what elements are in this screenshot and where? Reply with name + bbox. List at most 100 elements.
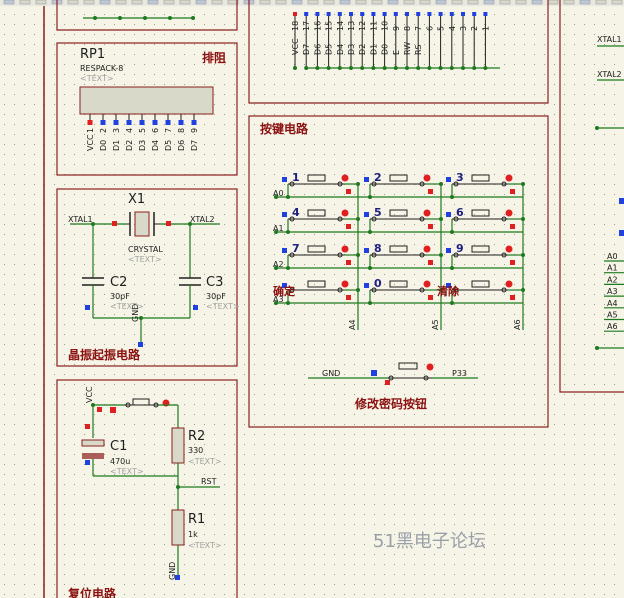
xtal2-net-label: XTAL2 [190,215,215,224]
lcd-pin-marker [326,12,331,16]
key-actuator [471,209,490,217]
toolbar-icon [19,0,31,5]
lcd-pin-marker [315,12,320,16]
key-red-dot [341,209,349,217]
rp1-pin-marker [126,120,132,125]
rp1-pin-label: D1 [112,140,121,151]
toolbar-icon [35,0,47,5]
lcd-pin-number: 17 [302,21,311,31]
toolbar-icon [307,0,319,5]
lcd-pin-label: D6 [313,44,322,55]
key-contact-right [419,252,425,258]
lcd-header-section: 18VCC17D716D615D514D413D312D211D110D09E8… [248,0,549,104]
c1-value: 470u [110,457,130,466]
rp1-pin-marker [113,120,119,125]
mcu-port-label: A1 [607,264,618,273]
mcu-xtal1-label: XTAL1 [597,35,622,44]
lcd-pin-junction [472,66,477,70]
lcd-pin-junction [416,66,421,70]
x1-text: <TEXT> [128,255,162,264]
key-contact-left [289,181,295,187]
lcd-pin-junction [461,66,465,70]
toolbar-icon [403,0,415,5]
toolbar-icon [211,0,223,5]
key-actuator [389,245,408,253]
rp1-pin-number: 5 [138,128,147,133]
key-red-pin [346,295,351,300]
key-contact-right [337,181,343,187]
key-label: 0 [374,277,382,290]
key-row-junction [286,195,290,199]
key-contact-left [289,287,295,293]
lcd-pin-label: D1 [369,44,378,55]
lcd-pin-number: 18 [291,21,300,31]
key-col-junction [439,288,443,292]
key-contact-right [419,287,425,293]
r1-value: 1k [188,530,198,539]
lcd-pin-number: 7 [414,26,423,31]
modify-button-title: 修改密码按钮 [354,396,427,411]
toolbar-icon [355,0,367,5]
key-row-junction [286,230,290,234]
reset-title: 复位电路 [67,586,117,598]
reset-gnd-label: GND [168,562,177,580]
top-left-partial-box [56,0,238,31]
c2-text: <TEXT> [110,302,144,311]
key-contact-right [337,287,343,293]
lcd-pin-marker [360,12,365,16]
lcd-pin-marker [483,12,488,16]
lcd-pin-marker [427,12,432,16]
key-actuator [471,174,490,182]
lcd-pin-number: 1 [481,26,490,31]
lcd-pin-number: 14 [336,21,345,31]
key-pin-marker [282,177,287,182]
lcd-pin-marker [304,12,309,16]
key-red-pin [510,224,515,229]
rp1-pin-number: 9 [190,128,199,133]
resistor-pack-section: RP1 RESPACK-8 <TEXT> 排阻 VCC1D02D13D24D35… [56,42,238,176]
c3-value: 30pF [206,292,226,301]
lcd-pin-label: RS [414,44,423,55]
rp1-pin-number: 4 [125,128,134,133]
rp1-pin-label: D2 [125,140,134,151]
lcd-pin-junction [304,66,309,70]
lcd-pin-label: D2 [358,44,367,55]
key-label: 4 [292,206,300,219]
key-contact-left [289,252,295,258]
key-contact-left [453,287,459,293]
r2-ref: R2 [188,429,205,444]
rp1-pin-marker [139,120,145,125]
lcd-pin-label: D5 [325,44,334,55]
key-contact-left [453,181,459,187]
rp1-pin-label: D3 [138,140,147,151]
key-pin-marker [364,248,369,253]
lcd-pin-junction [393,66,398,70]
key-contact-right [501,252,507,258]
key-col-junction [521,253,525,257]
keypad-row-net-label: A1 [273,224,284,233]
lcd-pin-junction [405,66,409,70]
reset-section: VCC C1 470u <TEXT> R2 330 <TEXT> RST [56,379,238,598]
key-actuator [389,209,408,217]
lcd-pin-label: D3 [347,44,356,55]
rp1-pin-label: D5 [164,140,173,151]
toolbar-icon [339,0,351,5]
x1-ref: X1 [128,192,145,207]
toolbar-icon [579,0,591,5]
lcd-pin-number: 13 [347,21,356,31]
lcd-pin-junction [360,66,365,70]
rp1-pin-marker [152,120,158,125]
key-col-junction [356,182,360,186]
keypad-row-junction [274,301,278,305]
key-label: 1 [292,171,300,184]
key-contact-right [337,252,343,258]
key-contact-right [337,216,343,222]
lcd-pin-junction [438,66,443,70]
lcd-pin-label: D7 [302,44,311,55]
lcd-pin-marker [461,12,465,16]
rp1-section-border [56,42,238,176]
rp1-pin-label: VCC [86,134,95,151]
lcd-pins: 18VCC17D716D615D514D413D312D211D110D09E8… [291,12,490,70]
lcd-pin-label: VCC [291,38,300,55]
